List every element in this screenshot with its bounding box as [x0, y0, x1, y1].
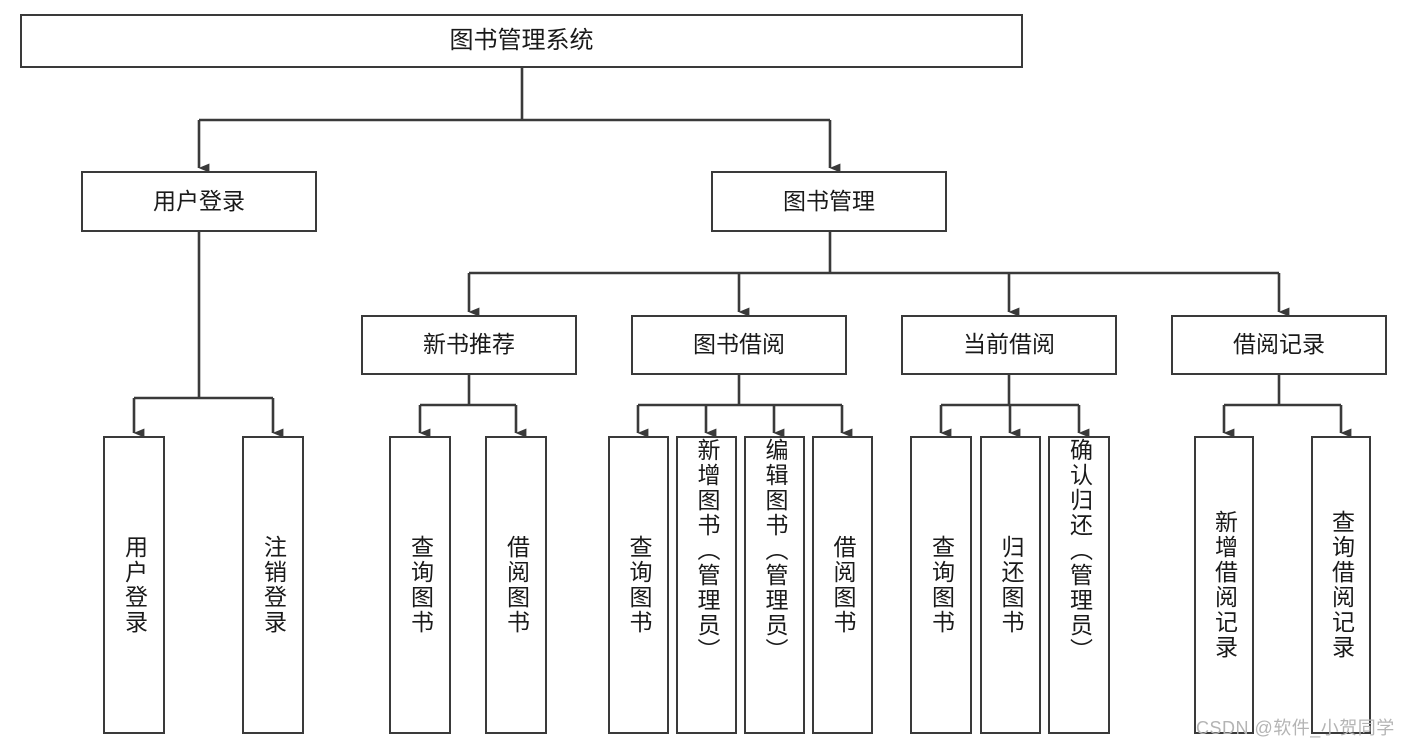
leaf-logout[interactable]: 注销登录	[242, 436, 304, 734]
node-new-book-recommendation[interactable]: 新书推荐	[361, 315, 577, 375]
leaf-query-books-current[interactable]: 查询图书	[910, 436, 972, 734]
node-current-borrowing[interactable]: 当前借阅	[901, 315, 1117, 375]
node-book-management-label: 图书管理	[783, 187, 875, 214]
leaf-edit-book-admin-label: 编辑图书（管理员）	[762, 438, 788, 663]
leaf-query-books-current-label: 查询图书	[928, 535, 955, 635]
leaf-add-book-admin[interactable]: 新增图书（管理员）	[676, 436, 737, 734]
leaf-query-books-borrow-label: 查询图书	[626, 535, 652, 635]
leaf-query-borrow-record[interactable]: 查询借阅记录	[1311, 436, 1371, 734]
node-user-login[interactable]: 用户登录	[81, 171, 317, 232]
leaf-query-books-borrow[interactable]: 查询图书	[608, 436, 669, 734]
leaf-borrow-books-new-label: 借阅图书	[503, 535, 530, 635]
leaf-add-borrow-record[interactable]: 新增借阅记录	[1194, 436, 1254, 734]
node-new-book-recommendation-label: 新书推荐	[423, 331, 515, 358]
leaf-confirm-return-admin-label: 确认归还（管理员）	[1066, 438, 1093, 663]
leaf-confirm-return-admin[interactable]: 确认归还（管理员）	[1048, 436, 1110, 734]
edges-current-borrow-to-leaves	[939, 375, 1090, 438]
node-book-borrowing[interactable]: 图书借阅	[631, 315, 847, 375]
node-root[interactable]: 图书管理系统	[20, 14, 1023, 68]
leaf-borrow-books-new[interactable]: 借阅图书	[485, 436, 547, 734]
node-current-borrowing-label: 当前借阅	[963, 331, 1055, 358]
leaf-user-login-label: 用户登录	[121, 535, 148, 635]
edges-book-mgmt-to-level3	[467, 232, 1290, 317]
edges-records-to-leaves	[1222, 375, 1352, 438]
leaf-borrow-books-borrow[interactable]: 借阅图书	[812, 436, 873, 734]
leaf-query-books-new[interactable]: 查询图书	[389, 436, 451, 734]
leaf-borrow-books-borrow-label: 借阅图书	[830, 535, 856, 635]
edges-user-login-to-leaves	[132, 232, 284, 438]
node-book-borrowing-label: 图书借阅	[693, 331, 785, 358]
edges-new-book-to-leaves	[418, 375, 527, 438]
leaf-logout-label: 注销登录	[260, 535, 287, 635]
edges-borrow-to-leaves	[636, 375, 853, 438]
leaf-query-borrow-record-label: 查询借阅记录	[1328, 510, 1355, 660]
leaf-return-books-label: 归还图书	[998, 535, 1024, 635]
node-user-login-label: 用户登录	[153, 187, 245, 214]
leaf-edit-book-admin[interactable]: 编辑图书（管理员）	[744, 436, 805, 734]
node-borrow-records-label: 借阅记录	[1233, 331, 1325, 358]
leaf-add-borrow-record-label: 新增借阅记录	[1211, 510, 1238, 660]
leaf-query-books-new-label: 查询图书	[407, 535, 434, 635]
leaf-user-login[interactable]: 用户登录	[103, 436, 165, 734]
leaf-return-books[interactable]: 归还图书	[980, 436, 1041, 734]
node-book-management[interactable]: 图书管理	[711, 171, 947, 232]
leaf-add-book-admin-label: 新增图书（管理员）	[694, 438, 720, 663]
node-root-label: 图书管理系统	[449, 26, 594, 54]
edges-root-to-level2	[197, 68, 841, 173]
node-borrow-records[interactable]: 借阅记录	[1171, 315, 1387, 375]
